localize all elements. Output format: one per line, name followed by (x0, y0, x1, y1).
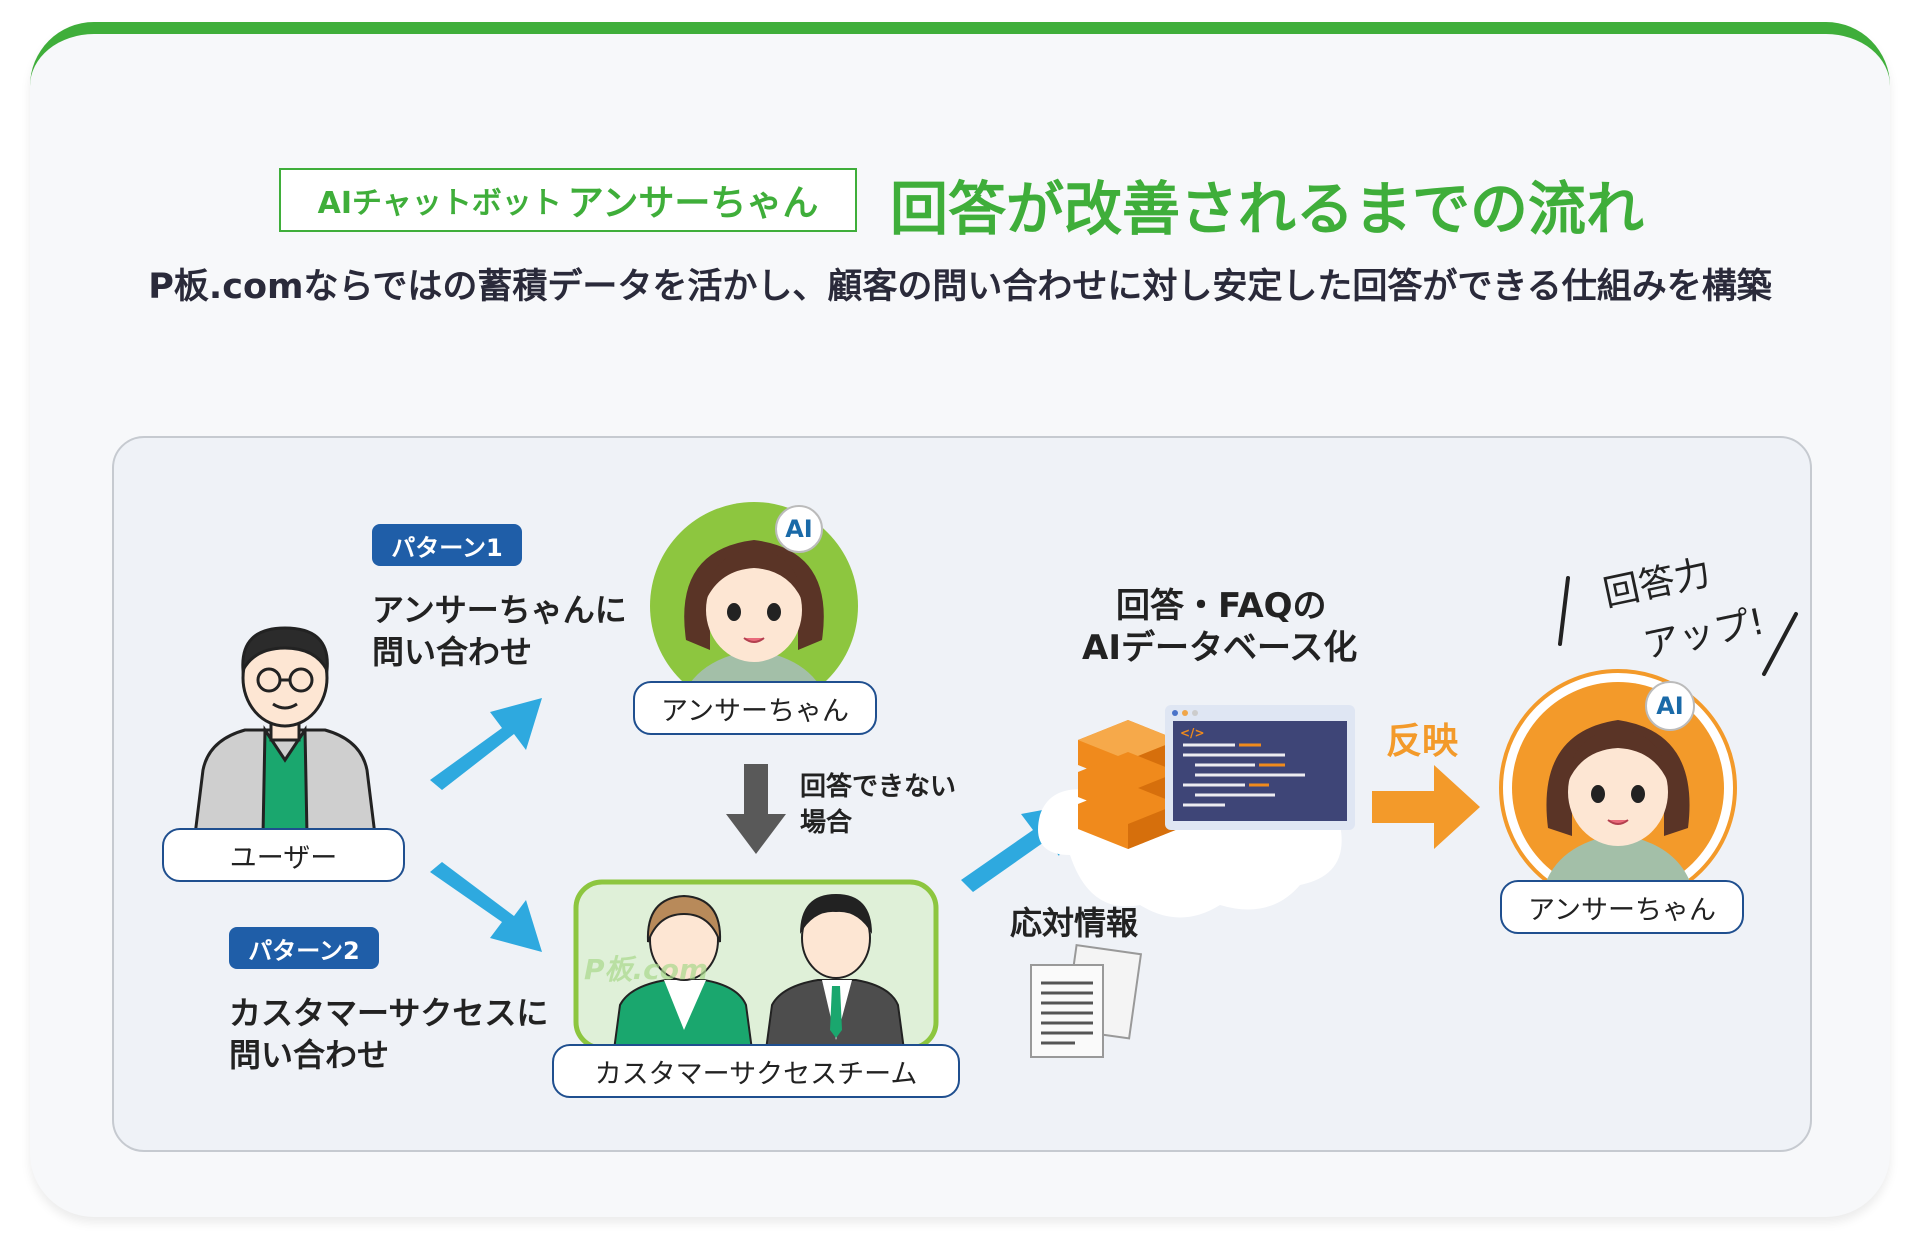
user-illustration (193, 626, 377, 837)
page-title: 回答が改善されるまでの流れ (890, 175, 1645, 243)
answer-chan-label: アンサーちゃん (633, 681, 877, 735)
pattern2-line1: カスタマーサクセスに (229, 994, 549, 1032)
product-category: AIチャットボット (317, 186, 562, 221)
document-icon (1030, 944, 1143, 1058)
ai-badge-1 (775, 505, 823, 553)
db-label-line1: 回答・FAQの (1116, 586, 1327, 626)
code-tag: </> (1180, 726, 1205, 740)
answer-chan-improved-avatar (1499, 669, 1737, 907)
cs-team-illustration (573, 879, 939, 1051)
ai-badge-1-text: AI (785, 515, 813, 543)
response-info-label: 応対情報 (1010, 904, 1139, 942)
ai-badge-2 (1645, 681, 1695, 731)
user-label: ユーザー (162, 828, 405, 882)
pattern1-line1: アンサーちゃんに (372, 591, 627, 629)
cannot-answer-line2: 場合 (800, 808, 853, 838)
cs-team-label: カスタマーサクセスチーム (552, 1044, 960, 1098)
pattern1-line2: 問い合わせ (372, 633, 533, 671)
pattern2-line2: 問い合わせ (229, 1036, 390, 1074)
page-subtitle: P板.comならではの蓄積データを活かし、顧客の問い合わせに対し安定した回答がで… (148, 267, 1772, 307)
product-name: アンサーちゃん (567, 183, 819, 224)
product-name-box: AIチャットボット アンサーちゃん (279, 168, 857, 232)
reflect-arrow (1372, 765, 1480, 849)
pattern1-tag: パターン1 (372, 524, 522, 566)
arrow-to-answer-chan (430, 698, 542, 790)
code-window-icon (1165, 705, 1355, 830)
answer-chan-improved-label: アンサーちゃん (1500, 880, 1744, 934)
ai-badge-2-text: AI (1656, 692, 1684, 720)
server-stack-icon (1078, 720, 1178, 849)
cs-backdrop-logo: P板.com (584, 953, 709, 986)
cannot-answer-line1: 回答できない (800, 772, 957, 802)
arrow-to-cs-team (430, 862, 542, 952)
down-arrow (726, 764, 786, 854)
emphasis-strokes (1558, 576, 1798, 676)
db-label-line2: AIデータベース化 (1082, 628, 1358, 668)
reflect-label: 反映 (1386, 721, 1459, 762)
pattern2-tag: パターン2 (229, 927, 379, 969)
